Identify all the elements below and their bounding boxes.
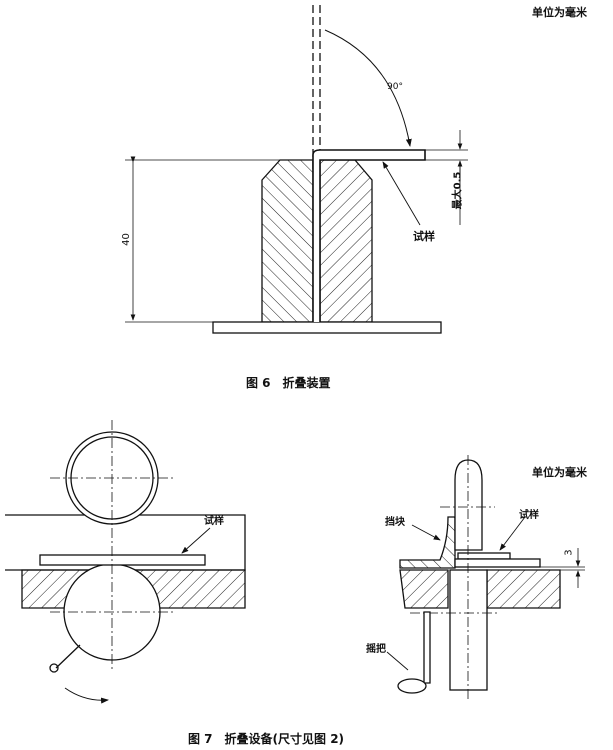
max-thickness-dimension: 最大0.5	[452, 171, 464, 210]
lower-shaft	[449, 569, 488, 691]
figure-6-caption: 图 6 折叠装置	[246, 376, 331, 390]
figure-7-stop-block-device	[386, 455, 585, 700]
base-plate	[212, 321, 442, 334]
rotation-arrow	[64, 687, 109, 704]
stop-block	[399, 516, 456, 569]
folded-specimen	[454, 558, 541, 568]
figure-7-caption: 图 7 折叠设备(尺寸见图 2)	[188, 732, 345, 746]
right-die-block	[319, 159, 373, 323]
upper-punch	[454, 459, 483, 551]
specimen-label-fig7-left: 试样	[204, 516, 224, 527]
unit-note-fig7: 单位为毫米	[532, 466, 587, 479]
height-dimension: 40	[120, 233, 132, 246]
figure-6-folding-device	[125, 5, 468, 334]
bent-specimen	[312, 149, 426, 322]
crank-arm	[423, 611, 431, 684]
figure-7-roller-device	[5, 420, 246, 704]
angle-label: 90°	[387, 82, 403, 92]
specimen-label-fig6: 试样	[413, 230, 435, 243]
stop-block-label: 挡块	[385, 517, 405, 528]
unit-note-fig6: 单位为毫米	[532, 6, 587, 19]
left-die-block	[261, 159, 314, 323]
crank-label: 摇把	[366, 644, 386, 655]
angle-arc	[324, 29, 412, 147]
specimen-strip	[39, 554, 206, 566]
crank-handle	[397, 678, 427, 694]
thickness-dimension: 3	[563, 549, 575, 556]
roller-handle	[49, 663, 59, 673]
specimen-label-fig7-right: 试样	[519, 510, 539, 521]
